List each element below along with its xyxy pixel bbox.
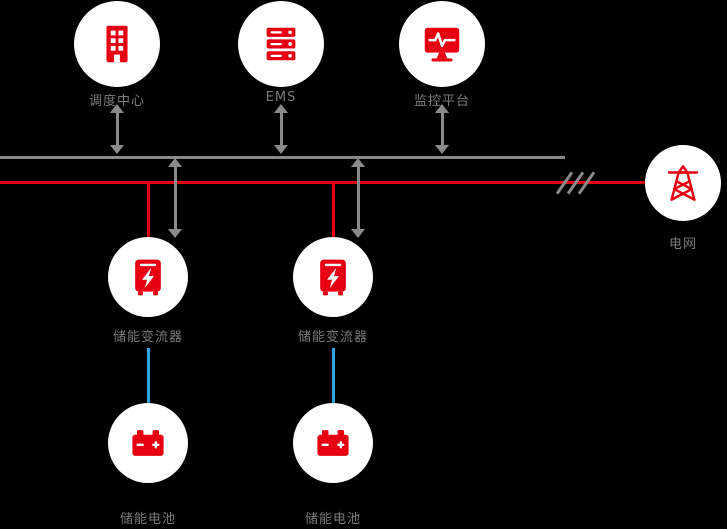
arrow-shaft	[440, 110, 444, 148]
battery-right-dc-line	[331, 348, 335, 404]
arrow-shaft	[279, 110, 283, 148]
monitor-pulse-icon	[424, 27, 460, 62]
grid-label: 电网	[668, 237, 698, 252]
pcs-right-label: 储能变流器	[297, 330, 369, 345]
arrow-up-icon	[435, 104, 449, 113]
pcs-left-node	[108, 237, 188, 317]
arrow-shaft	[356, 164, 360, 232]
monitor-comm-arrow	[434, 104, 450, 154]
arrow-up-icon	[168, 158, 182, 167]
communication-bus-line	[0, 156, 565, 159]
battery-icon	[317, 430, 349, 456]
arrow-up-icon	[110, 104, 124, 113]
ems-comm-arrow	[273, 104, 289, 154]
pcs-left-power-line	[146, 182, 150, 238]
arrow-shaft	[173, 164, 177, 232]
arrow-down-icon	[351, 229, 365, 238]
ems-node	[238, 1, 324, 87]
pcs-right-node	[293, 237, 373, 317]
battery-icon	[132, 430, 164, 456]
arrow-down-icon	[168, 229, 182, 238]
grid-node	[645, 145, 721, 221]
pcs-left-comm-arrow	[167, 158, 183, 238]
monitoring-platform-label: 监控平台	[413, 94, 471, 109]
battery-left-label: 储能电池	[119, 512, 177, 527]
pcs-right-comm-arrow	[350, 158, 366, 238]
power-bus-line	[0, 181, 646, 184]
building-icon	[106, 25, 128, 63]
dispatch-comm-arrow	[109, 104, 125, 154]
pcs-left-label: 储能变流器	[112, 330, 184, 345]
server-icon	[266, 27, 296, 61]
transmission-tower-icon	[667, 165, 699, 201]
arrow-down-icon	[110, 145, 124, 154]
arrow-down-icon	[435, 145, 449, 154]
arrow-down-icon	[274, 145, 288, 154]
battery-left-dc-line	[146, 348, 150, 404]
battery-left-node	[108, 403, 188, 483]
battery-right-node	[293, 403, 373, 483]
monitoring-platform-node	[399, 1, 485, 87]
battery-right-label: 储能电池	[304, 512, 362, 527]
ems-label: EMS	[265, 90, 297, 105]
pcs-right-power-line	[331, 182, 335, 238]
arrow-up-icon	[351, 158, 365, 167]
arrow-shaft	[115, 110, 119, 148]
dispatch-center-node	[74, 1, 160, 87]
arrow-up-icon	[274, 104, 288, 113]
dispatch-center-label: 调度中心	[88, 94, 146, 109]
converter-icon	[320, 259, 346, 296]
converter-icon	[135, 259, 161, 296]
